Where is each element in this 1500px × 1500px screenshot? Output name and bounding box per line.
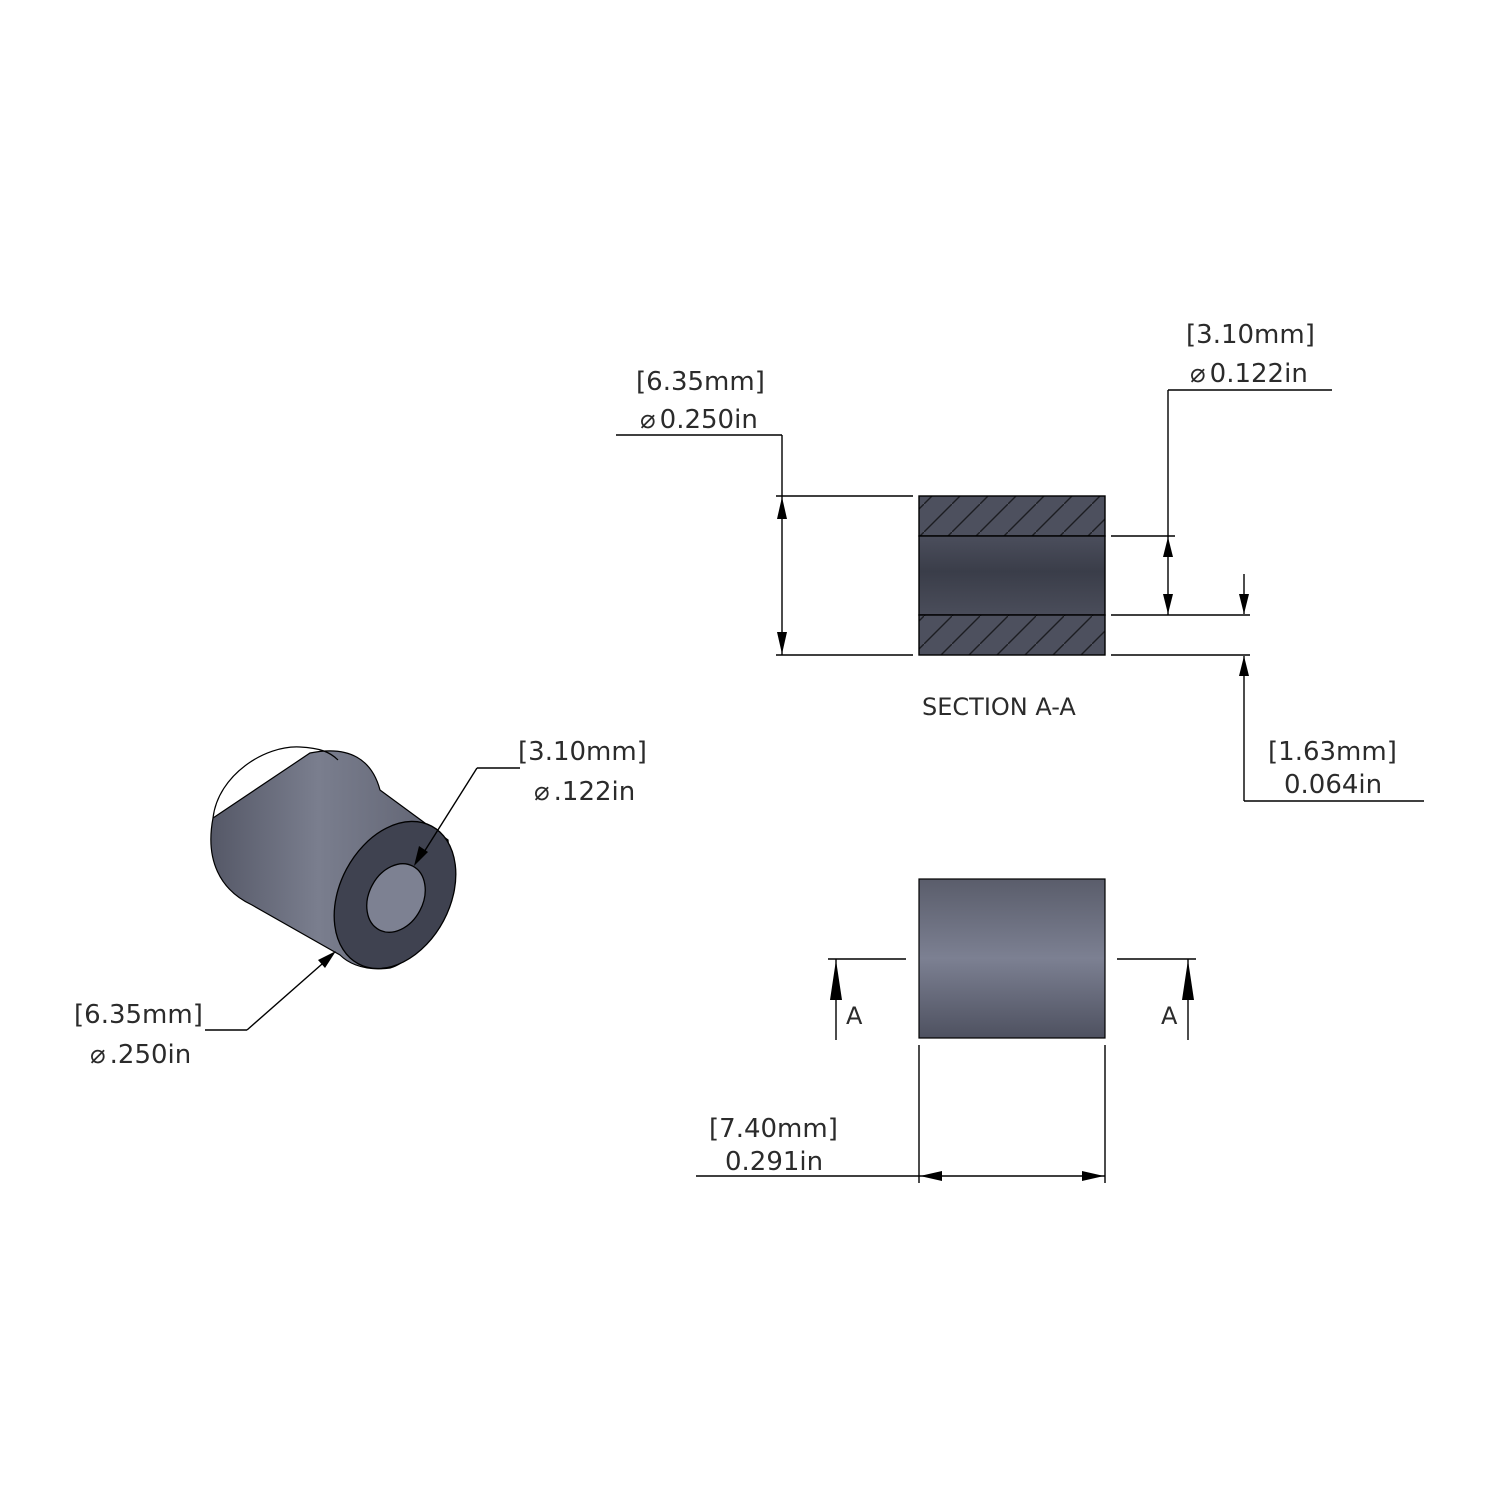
iso-outer-dia-leader (205, 951, 336, 1031)
iso-view: [3.10mm] ⌀.122in [6.35mm] ⌀.250in (74, 737, 647, 1070)
iso-inner-dia-mm: [3.10mm] (518, 737, 647, 767)
section-marker-right (1117, 958, 1196, 1040)
section-marker-left (828, 958, 906, 1040)
diameter-icon: ⌀ (640, 405, 656, 435)
side-body (918, 878, 1106, 1039)
side-view: A A [7.40mm] 0.291in (696, 878, 1196, 1183)
side-length-mm: [7.40mm] (709, 1114, 838, 1144)
section-outer-dia-dimension (616, 434, 913, 656)
section-bottom-wall (918, 614, 1106, 656)
iso-inner-dia-leader (414, 767, 520, 866)
section-inner-dia-in: ⌀0.122in (1190, 359, 1308, 389)
iso-outer-dia-mm: [6.35mm] (74, 1000, 203, 1030)
section-marker-left-label: A (846, 1002, 863, 1030)
iso-back-edge (212, 746, 339, 819)
diameter-icon: ⌀ (90, 1040, 106, 1070)
section-inner-dia-dimension (1111, 389, 1332, 616)
section-marker-right-label: A (1161, 1002, 1178, 1030)
section-top-wall (918, 495, 1106, 537)
iso-outer-dia-in: ⌀.250in (90, 1040, 191, 1070)
section-wall-dimension (1111, 574, 1424, 802)
section-wall-in: 0.064in (1284, 770, 1382, 800)
section-outer-dia-in: ⌀0.250in (640, 405, 758, 435)
section-title: SECTION A-A (922, 693, 1076, 721)
side-length-in: 0.291in (725, 1147, 823, 1177)
section-inner-dia-mm: [3.10mm] (1186, 320, 1315, 350)
iso-inner-dia-in: ⌀.122in (534, 777, 635, 807)
side-length-dimension (696, 1045, 1106, 1183)
section-view: [6.35mm] ⌀0.250in [3.10mm] ⌀0.122in [1.6… (616, 320, 1424, 802)
diameter-icon: ⌀ (534, 777, 550, 807)
section-bore (918, 535, 1106, 616)
diameter-icon: ⌀ (1190, 359, 1206, 389)
section-wall-mm: [1.63mm] (1268, 737, 1397, 767)
section-outer-dia-mm: [6.35mm] (636, 367, 765, 397)
iso-bore (366, 863, 426, 933)
